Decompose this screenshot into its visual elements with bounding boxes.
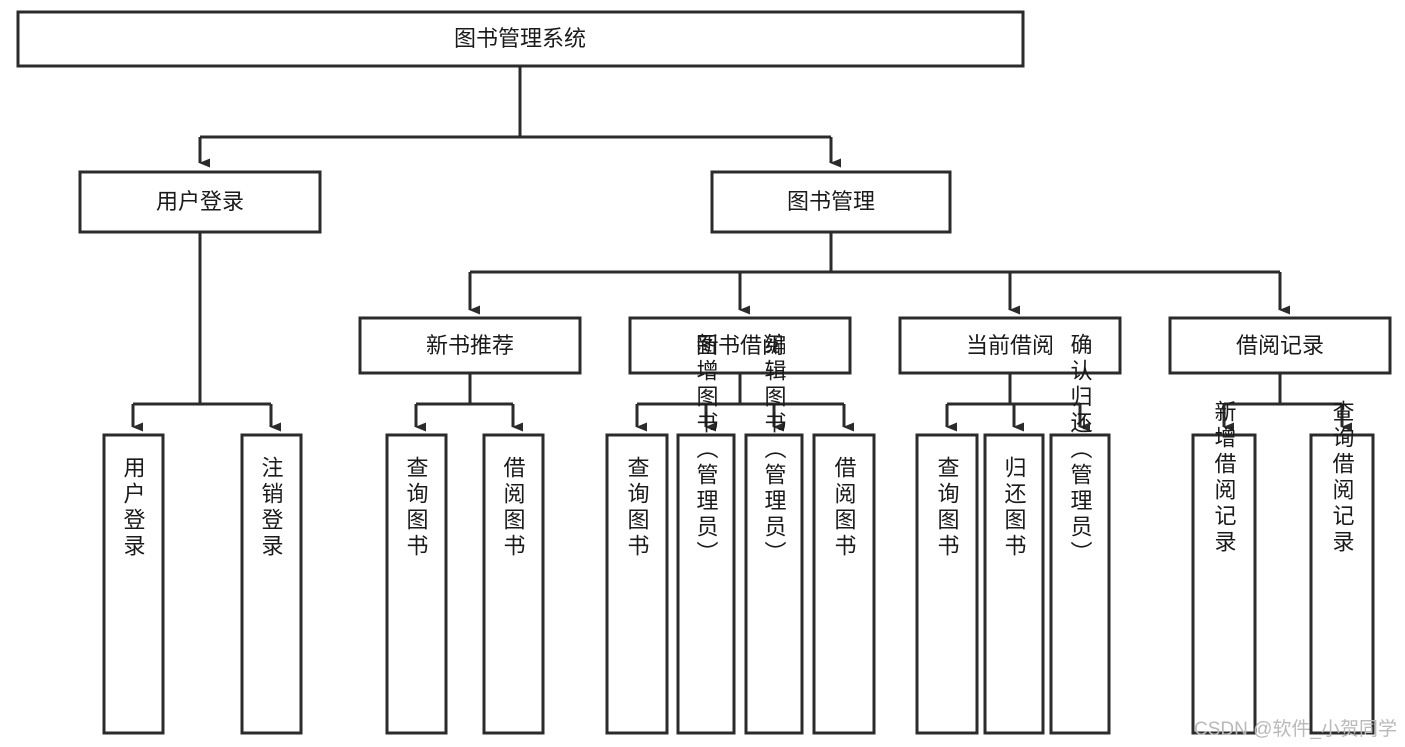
edge-bookborrow-bus — [637, 373, 844, 406]
node-root[interactable]: 图书管理系统 — [16, 10, 1025, 68]
leaf-logout-login-box[interactable] — [240, 433, 303, 735]
node-book-borrow[interactable]: 图书借阅 — [628, 316, 852, 375]
node-user-login[interactable]: 用户登录 — [78, 170, 322, 234]
leaf-query-book-2[interactable]: 查询图书 — [605, 433, 669, 735]
leaf-confirm-return[interactable]: 确认归还（管理员） — [1049, 333, 1111, 735]
node-borrow-record-label: 借阅记录 — [1236, 333, 1324, 358]
node-book-manage[interactable]: 图书管理 — [710, 170, 952, 234]
edge-group — [131, 66, 1352, 432]
leaf-add-record[interactable]: 新增借阅记录 — [1191, 400, 1257, 735]
node-book-borrow-label: 图书借阅 — [696, 333, 784, 358]
leaf-return-book[interactable]: 归还图书 — [983, 433, 1045, 735]
node-root-box[interactable] — [16, 10, 1025, 68]
edge-root-bus — [200, 66, 831, 139]
node-root-label: 图书管理系统 — [454, 26, 586, 51]
leaf-query-book-2-box[interactable] — [605, 433, 669, 735]
edge-currentborrow-bus — [947, 373, 1080, 406]
leaf-add-record-box[interactable] — [1191, 433, 1257, 735]
leaf-confirm-return-label: 确认归还（管理员） — [1068, 333, 1093, 567]
leaf-edit-book-box[interactable] — [744, 433, 804, 735]
leaf-query-book-3-label: 查询图书 — [935, 456, 960, 560]
node-borrow-record[interactable]: 借阅记录 — [1168, 316, 1392, 375]
leaf-user-login[interactable]: 用户登录 — [102, 433, 165, 735]
leaf-confirm-return-box[interactable] — [1049, 433, 1111, 735]
leaf-add-book[interactable]: 新增图书（管理员） — [676, 333, 736, 735]
leaf-borrow-book-2-box[interactable] — [812, 433, 876, 735]
leaf-user-login-label: 用户登录 — [121, 456, 146, 560]
leaf-query-book-1[interactable]: 查询图书 — [385, 433, 448, 735]
node-new-book-recommend[interactable]: 新书推荐 — [358, 316, 582, 375]
leaf-query-book-1-box[interactable] — [385, 433, 448, 735]
leaf-query-book-3[interactable]: 查询图书 — [915, 433, 979, 735]
node-user-login-label: 用户登录 — [156, 189, 244, 214]
leaf-query-record[interactable]: 查询借阅记录 — [1309, 400, 1375, 735]
node-new-book-recommend-box[interactable] — [358, 316, 582, 375]
leaf-logout-login[interactable]: 注销登录 — [240, 433, 303, 735]
node-book-manage-label: 图书管理 — [787, 189, 875, 214]
leaf-logout-login-label: 注销登录 — [259, 456, 284, 560]
leaf-edit-book-label: 编辑图书（管理员） — [762, 333, 787, 567]
edge-bookmanage-bus — [470, 232, 1280, 274]
node-current-borrow[interactable]: 当前借阅 — [898, 316, 1122, 375]
leaf-borrow-book-1-label: 借阅图书 — [501, 456, 526, 560]
node-borrow-record-box[interactable] — [1168, 316, 1392, 375]
edge-newbook-bus — [416, 373, 513, 406]
leaf-add-book-label: 新增图书（管理员） — [694, 333, 719, 567]
node-book-borrow-box[interactable] — [628, 316, 852, 375]
leaf-return-book-box[interactable] — [983, 433, 1045, 735]
leaf-borrow-book-1-box[interactable] — [482, 433, 545, 735]
leaf-query-book-3-box[interactable] — [915, 433, 979, 735]
node-current-borrow-box[interactable] — [898, 316, 1122, 375]
node-new-book-recommend-label: 新书推荐 — [426, 333, 514, 358]
csdn-watermark: CSDN @软件_小贺同学 — [1194, 719, 1397, 740]
leaf-edit-book[interactable]: 编辑图书（管理员） — [744, 333, 804, 735]
leaf-query-record-label: 查询借阅记录 — [1330, 400, 1355, 556]
edge-userlogin-bus — [133, 232, 271, 406]
node-book-manage-box[interactable] — [710, 170, 952, 234]
node-user-login-box[interactable] — [78, 170, 322, 234]
leaf-borrow-book-2[interactable]: 借阅图书 — [812, 433, 876, 735]
edge-borrowrecord-bus — [1224, 373, 1342, 406]
leaf-query-book-2-label: 查询图书 — [625, 456, 650, 560]
leaf-query-book-1-label: 查询图书 — [404, 456, 429, 560]
leaf-query-record-box[interactable] — [1309, 433, 1375, 735]
leaf-user-login-box[interactable] — [102, 433, 165, 735]
leaf-add-book-box[interactable] — [676, 433, 736, 735]
leaf-borrow-book-1[interactable]: 借阅图书 — [482, 433, 545, 735]
leaf-return-book-label: 归还图书 — [1002, 456, 1027, 560]
leaf-add-record-label: 新增借阅记录 — [1212, 400, 1237, 556]
leaf-borrow-book-2-label: 借阅图书 — [832, 456, 857, 560]
node-current-borrow-label: 当前借阅 — [966, 333, 1054, 358]
